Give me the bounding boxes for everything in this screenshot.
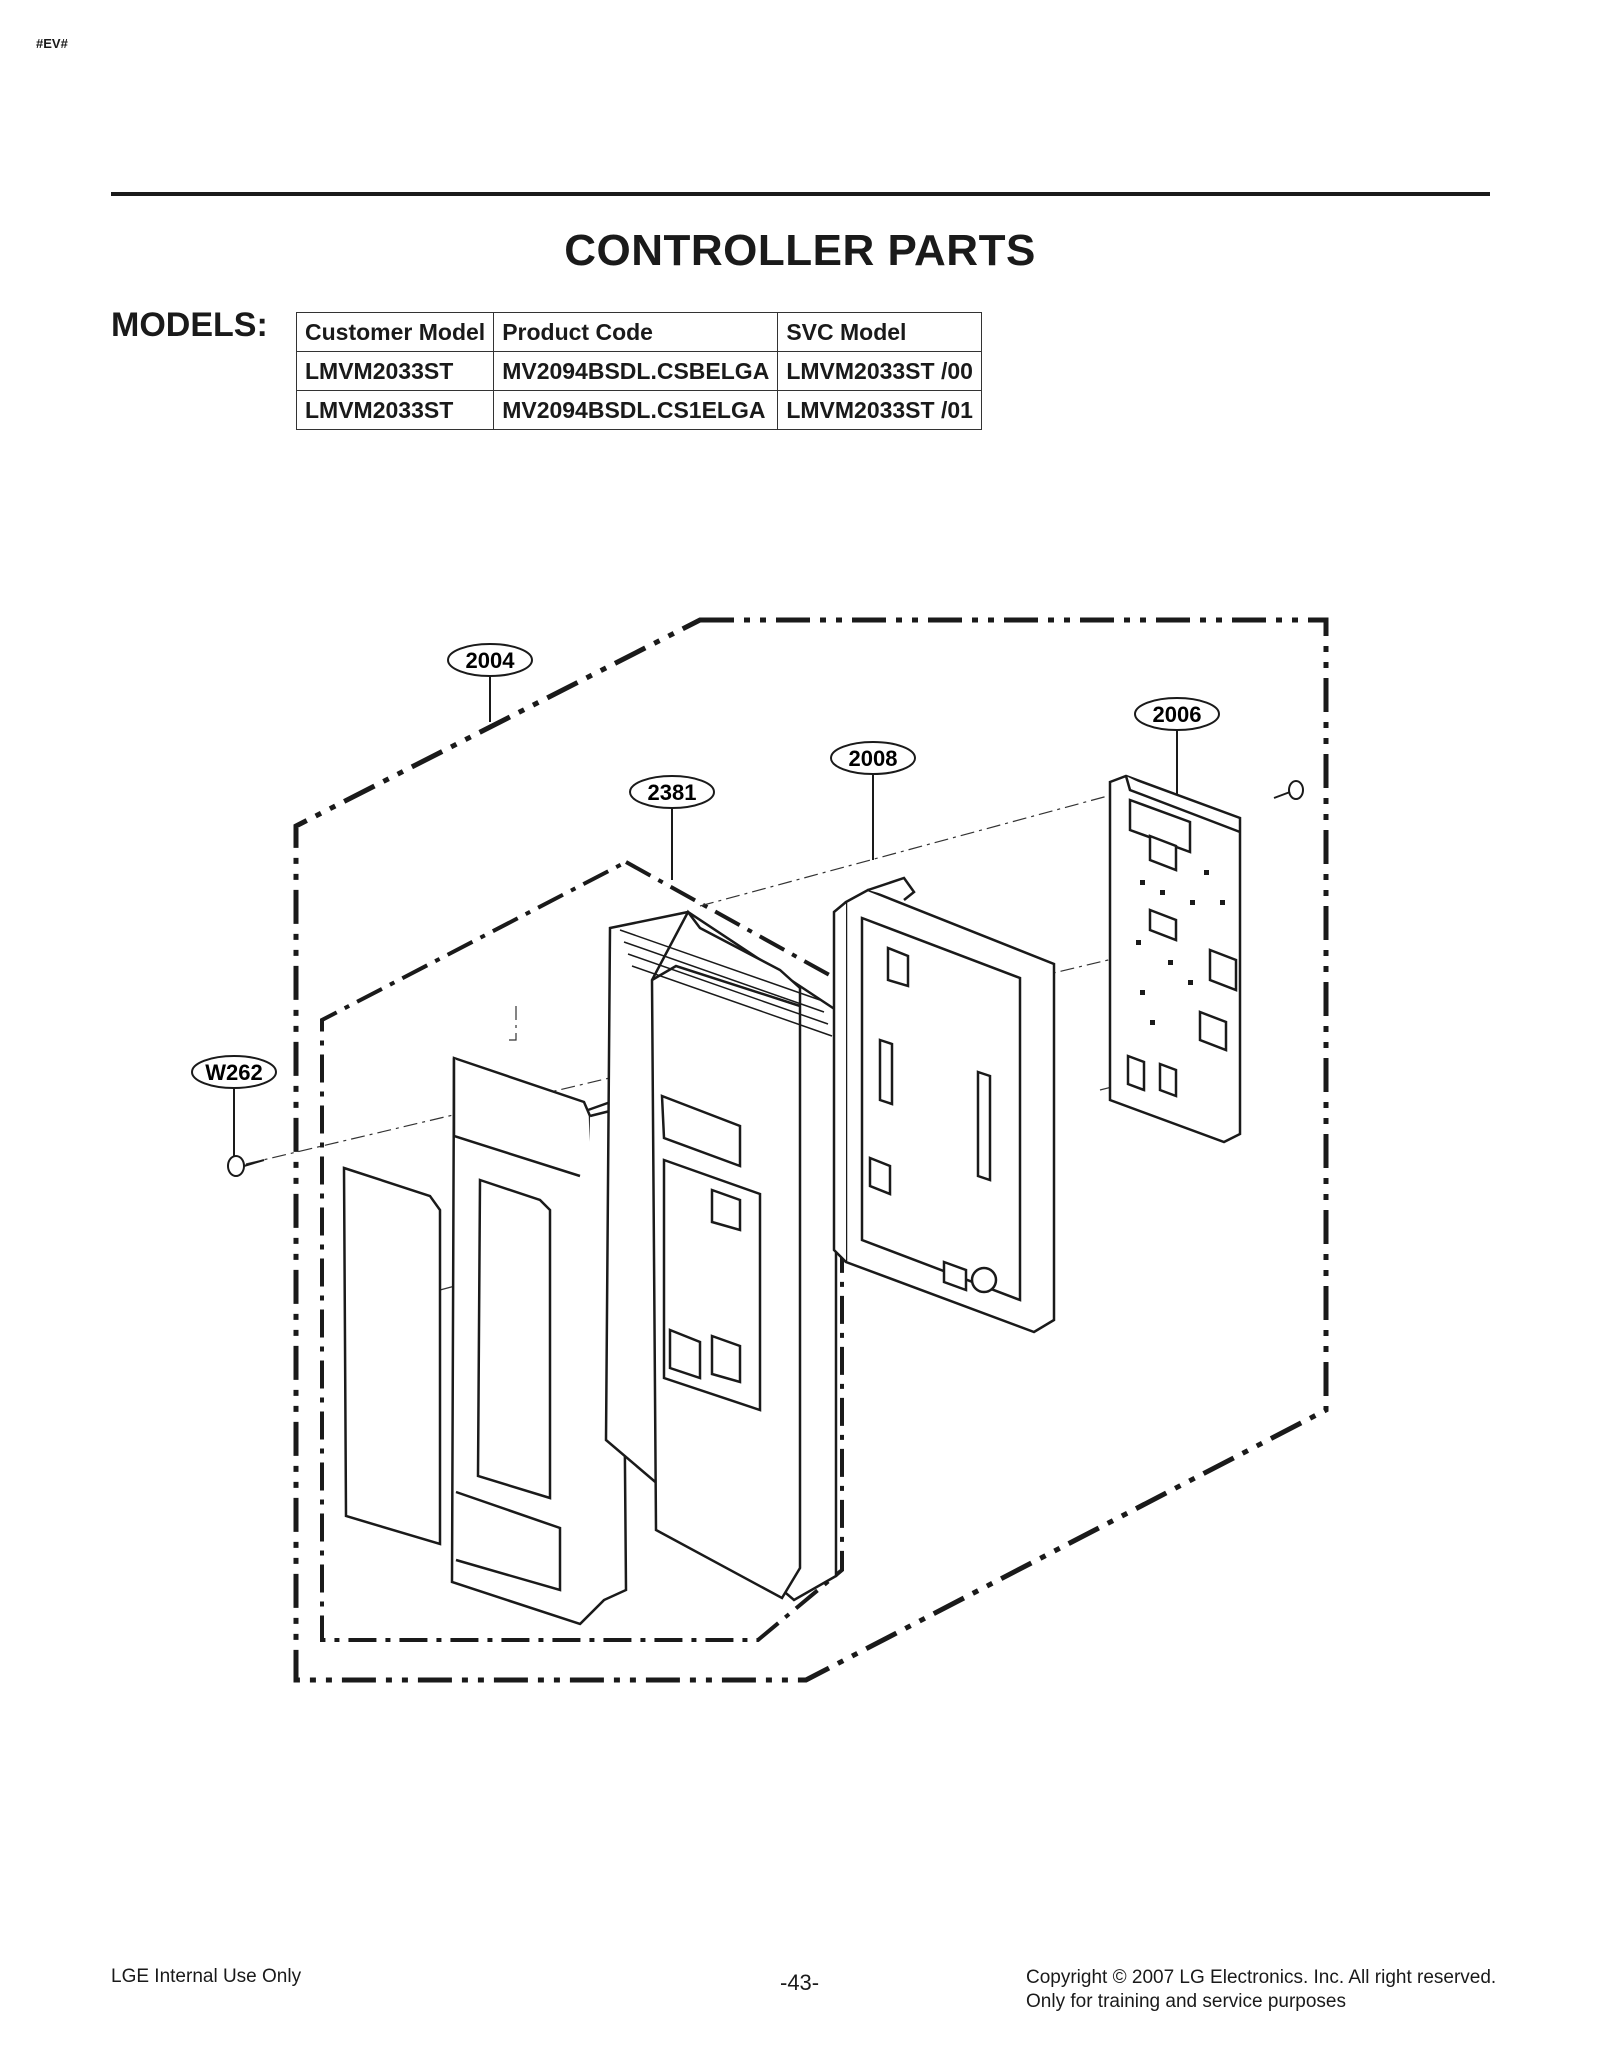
assembly-boundary-2004 <box>293 617 1329 1683</box>
copyright-line: Copyright © 2007 LG Electronics. Inc. Al… <box>1026 1967 1497 1988</box>
column-header: Product Code <box>493 312 779 352</box>
callout-label: 2381 <box>648 780 697 805</box>
control-panel-housing <box>604 909 838 1602</box>
screw-pcb <box>1273 780 1304 800</box>
header-rule <box>111 192 1490 196</box>
customer-model-cell: LMVM2033ST <box>295 390 495 430</box>
footer-copyright: Copyright © 2007 LG Electronics. Inc. Al… <box>1026 1966 1496 2014</box>
callout-label: 2006 <box>1153 702 1202 727</box>
callout-label: 2004 <box>466 648 516 673</box>
table-header-row: Customer Model Product Code SVC Model <box>295 312 982 352</box>
assembly-boundary-2381 <box>320 859 844 1642</box>
models-label: MODELS: <box>111 306 268 344</box>
product-code-cell: MV2094BSDL.CS1ELGA <box>493 390 779 430</box>
callout-2008: 2008 <box>830 741 916 775</box>
screw-w262 <box>227 1155 265 1177</box>
page-number: -43- <box>780 1970 820 1995</box>
models-table: Customer Model Product Code SVC Model LM… <box>295 312 982 430</box>
table-row: LMVM2033ST MV2094BSDL.CSBELGA LMVM2033ST… <box>295 351 982 391</box>
training-note: Only for training and service purposes <box>1026 1991 1346 2012</box>
footer-internal-use: LGE Internal Use Only <box>111 1966 302 1987</box>
controller-bracket-2008 <box>832 876 1056 1334</box>
callout-w262: W262 <box>191 1055 277 1089</box>
svc-model-cell: LMVM2033ST /01 <box>777 390 982 430</box>
membrane-sheet <box>342 1166 442 1546</box>
callout-2381: 2381 <box>629 775 715 809</box>
callout-label: 2008 <box>849 746 898 771</box>
control-decor-frame <box>450 1056 628 1626</box>
callout-2006: 2006 <box>1134 697 1220 731</box>
page-tag: #EV# <box>36 36 68 51</box>
product-code-cell: MV2094BSDL.CSBELGA <box>493 351 779 391</box>
column-header: SVC Model <box>777 312 982 352</box>
page-title: CONTROLLER PARTS <box>564 226 1036 275</box>
customer-model-cell: LMVM2033ST <box>295 351 495 391</box>
svc-model-cell: LMVM2033ST /00 <box>777 351 982 391</box>
column-header: Customer Model <box>295 312 495 352</box>
table-row: LMVM2033ST MV2094BSDL.CS1ELGA LMVM2033ST… <box>295 390 982 430</box>
controller-pcb-2006 <box>1108 774 1242 1144</box>
callout-label: W262 <box>205 1060 262 1085</box>
callout-2004: 2004 <box>447 643 533 677</box>
